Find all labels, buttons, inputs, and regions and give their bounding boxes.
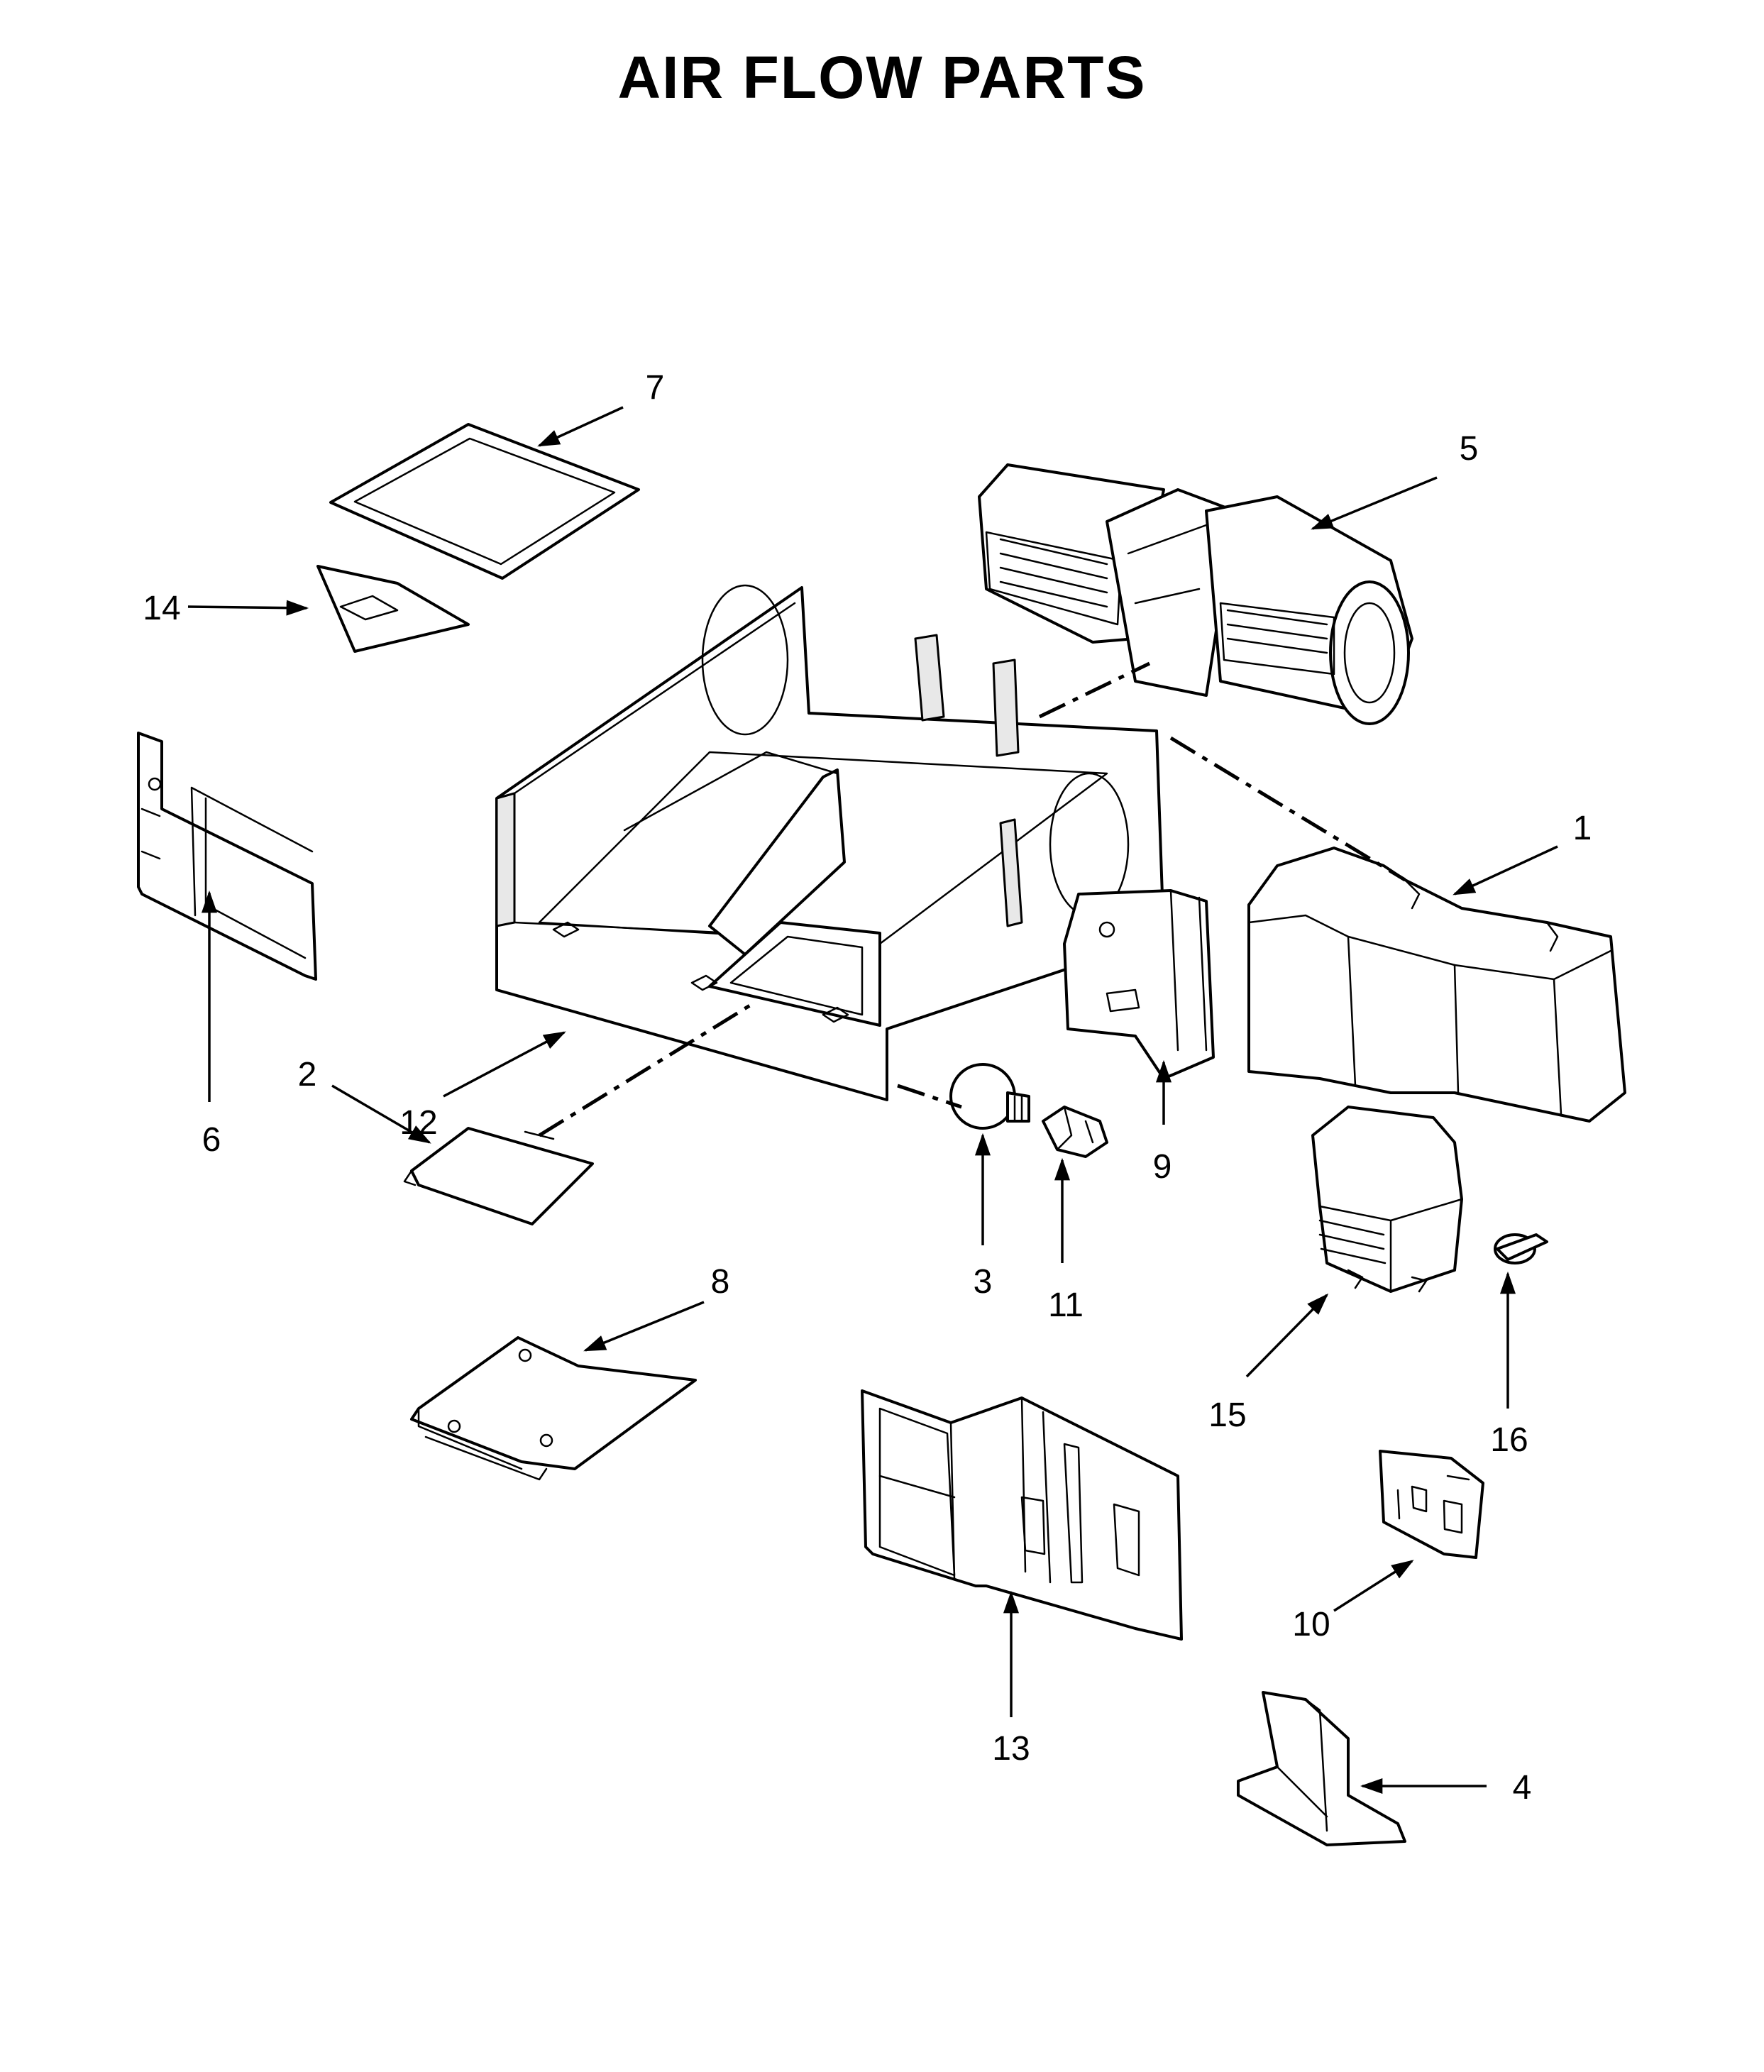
callout-6: 6 (202, 1121, 221, 1159)
callout-12: 12 (399, 1104, 437, 1142)
part-4-bracket (1237, 1691, 1406, 1846)
callout-7: 7 (646, 369, 665, 407)
part-6-side-bracket (137, 732, 317, 981)
assembly-lines (538, 661, 1406, 1137)
callout-13: 13 (992, 1730, 1030, 1768)
callout-16: 16 (1490, 1421, 1528, 1459)
part-16-thermostat (1494, 1233, 1548, 1264)
part-5-blower-motor (978, 463, 1413, 725)
callout-8: 8 (711, 1263, 730, 1301)
part-14-plate (316, 565, 470, 653)
part-11-lamp-socket (1042, 1106, 1108, 1158)
callout-4: 4 (1513, 1769, 1532, 1807)
part-7-filter (329, 423, 640, 580)
part-12-air-guide-base (495, 584, 1165, 1101)
callout-1: 1 (1573, 810, 1592, 847)
callout-5: 5 (1460, 430, 1479, 468)
leader-arrows (187, 406, 1558, 1795)
part-10-control-board (1379, 1450, 1484, 1559)
callout-14: 14 (143, 590, 180, 627)
callout-labels: 7 5 14 1 2 12 6 9 3 11 8 15 16 10 13 4 (143, 369, 1592, 1807)
diagram-title: AIR FLOW PARTS (617, 44, 1146, 111)
callout-3: 3 (974, 1263, 993, 1301)
part-3-lamp-bulb (949, 1063, 1030, 1130)
callout-11: 11 (1048, 1286, 1084, 1324)
part-9-bracket-plate (1063, 889, 1215, 1080)
part-1-duct (1247, 847, 1626, 1123)
callout-15: 15 (1208, 1396, 1246, 1434)
part-15-transformer (1311, 1106, 1463, 1293)
callout-10: 10 (1292, 1606, 1330, 1643)
part-2-cover-plate (403, 1127, 594, 1225)
part-13-panel (861, 1389, 1183, 1641)
part-8-plate (410, 1336, 697, 1481)
callout-2: 2 (298, 1056, 317, 1093)
callout-9: 9 (1153, 1148, 1172, 1186)
